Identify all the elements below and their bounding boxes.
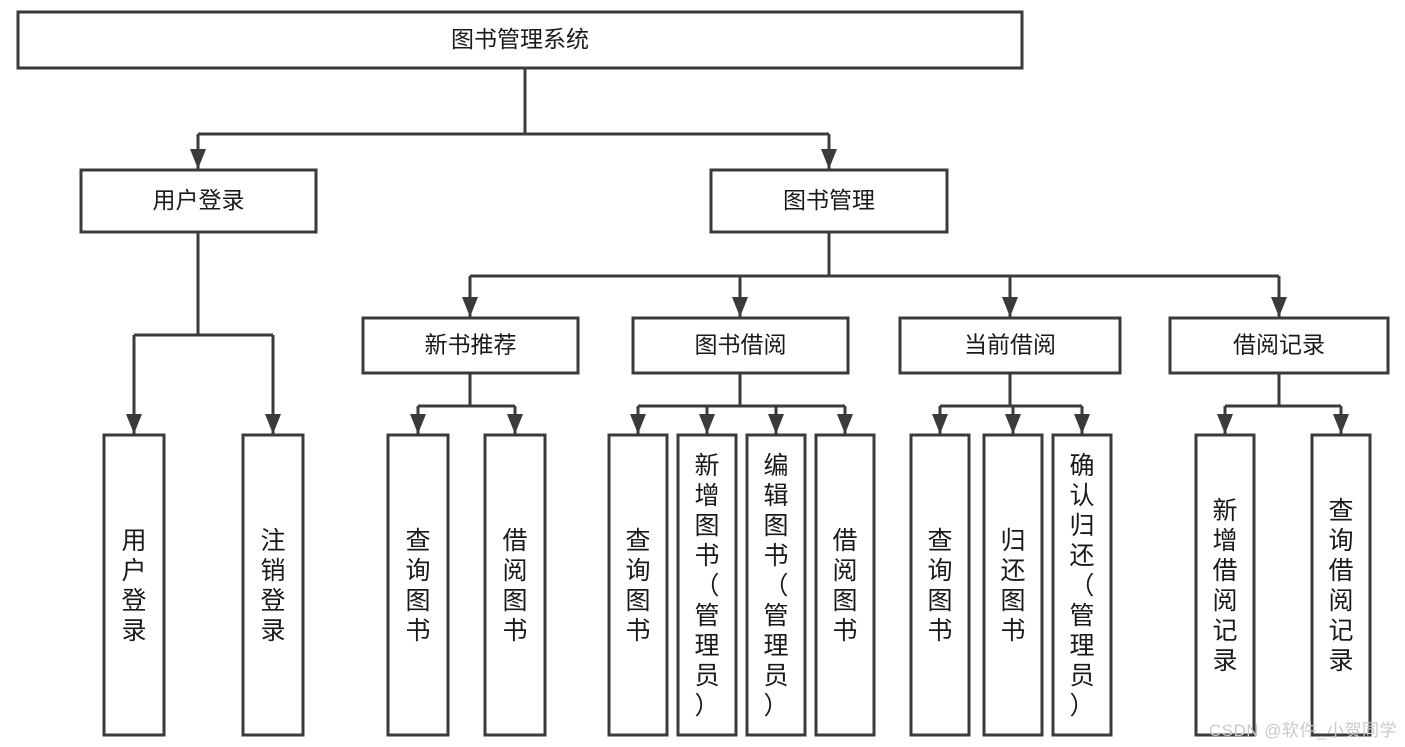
node-leaf-borrow-book-1[interactable]: 借阅图书 [483, 433, 547, 737]
node-leaf-add-book-admin[interactable]: 新增图书（管理员） [676, 433, 738, 737]
node-leaf-confirm-return-admin[interactable]: 确认归还（管理员） [1051, 433, 1113, 737]
node-label: 用户登录 [153, 187, 245, 213]
node-leaf-return-book[interactable]: 归还图书 [982, 433, 1044, 737]
node-label: 当前借阅 [964, 332, 1056, 358]
node-borrow-record[interactable]: 借阅记录 [1168, 316, 1390, 375]
node-box [898, 316, 1122, 375]
node-label: 新增借阅记录 [1212, 497, 1237, 675]
arrow-head-icon [1217, 414, 1233, 434]
node-box [982, 433, 1044, 737]
node-book-borrow[interactable]: 图书借阅 [631, 316, 850, 375]
node-label: 借阅记录 [1233, 332, 1325, 358]
node-label: 注销登录 [260, 527, 285, 645]
node-leaf-borrow-book-2[interactable]: 借阅图书 [814, 433, 876, 737]
node-box [483, 433, 547, 737]
node-leaf-logout-login[interactable]: 注销登录 [241, 433, 305, 737]
node-box [1310, 433, 1372, 737]
node-label: 图书管理系统 [451, 26, 589, 52]
connector-group [126, 232, 281, 434]
node-leaf-query-borrow-record[interactable]: 查询借阅记录 [1310, 433, 1372, 737]
connector-group [630, 373, 853, 434]
node-label: 借阅图书 [832, 527, 857, 645]
connector-group [462, 232, 1287, 317]
node-box [745, 433, 807, 737]
node-label: 借阅图书 [502, 527, 527, 645]
node-label: 图书借阅 [695, 332, 787, 358]
connector-layer [126, 68, 1349, 434]
node-root[interactable]: 图书管理系统 [16, 10, 1024, 70]
node-box [909, 433, 971, 737]
node-box [709, 168, 949, 234]
node-book-management[interactable]: 图书管理 [709, 168, 949, 234]
node-box [1168, 316, 1390, 375]
node-box [814, 433, 876, 737]
arrow-head-icon [1074, 414, 1090, 434]
node-box [386, 433, 450, 737]
arrow-head-icon [630, 414, 646, 434]
node-leaf-edit-book-admin[interactable]: 编辑图书（管理员） [745, 433, 807, 737]
connector-group [932, 373, 1090, 434]
node-leaf-user-login[interactable]: 用户登录 [102, 433, 166, 737]
node-box [102, 433, 166, 737]
arrow-head-icon [126, 414, 142, 434]
node-box [16, 10, 1024, 70]
node-box [79, 168, 318, 234]
arrow-head-icon [821, 149, 837, 169]
node-box [1194, 433, 1256, 737]
node-current-borrow[interactable]: 当前借阅 [898, 316, 1122, 375]
node-box [241, 433, 305, 737]
arrow-head-icon [732, 297, 748, 317]
node-box [676, 433, 738, 737]
connector-group [410, 373, 523, 434]
arrow-head-icon [1271, 297, 1287, 317]
connector-group [190, 68, 837, 169]
node-label: 图书管理 [783, 187, 875, 213]
arrow-head-icon [699, 414, 715, 434]
arrow-head-icon [1333, 414, 1349, 434]
node-label: 查询借阅记录 [1328, 497, 1353, 675]
arrow-head-icon [932, 414, 948, 434]
node-label: 查询图书 [927, 527, 952, 645]
arrow-head-icon [837, 414, 853, 434]
node-leaf-query-book-1[interactable]: 查询图书 [386, 433, 450, 737]
arrow-head-icon [462, 297, 478, 317]
node-box [1051, 433, 1113, 737]
node-label: 编辑图书（管理员） [763, 452, 788, 720]
arrow-head-icon [1002, 297, 1018, 317]
node-box [631, 316, 850, 375]
connector-group [1217, 373, 1349, 434]
node-box [361, 316, 580, 375]
arrow-head-icon [768, 414, 784, 434]
node-layer: 图书管理系统用户登录图书管理新书推荐图书借阅当前借阅借阅记录用户登录注销登录查询… [16, 10, 1390, 737]
node-label: 查询图书 [625, 527, 650, 645]
node-label: 新增图书（管理员） [694, 452, 719, 720]
node-user-login[interactable]: 用户登录 [79, 168, 318, 234]
node-leaf-add-borrow-record[interactable]: 新增借阅记录 [1194, 433, 1256, 737]
node-label: 新书推荐 [425, 332, 517, 358]
arrow-head-icon [1005, 414, 1021, 434]
node-box [607, 433, 669, 737]
arrow-head-icon [190, 149, 206, 169]
node-label: 查询图书 [405, 527, 430, 645]
node-label: 确认归还（管理员） [1069, 452, 1094, 720]
node-new-book-recommend[interactable]: 新书推荐 [361, 316, 580, 375]
arrow-head-icon [410, 414, 426, 434]
node-leaf-query-book-3[interactable]: 查询图书 [909, 433, 971, 737]
node-label: 归还图书 [1000, 527, 1025, 645]
arrow-head-icon [265, 414, 281, 434]
arrow-head-icon [507, 414, 523, 434]
node-label: 用户登录 [121, 527, 146, 645]
node-leaf-query-book-2[interactable]: 查询图书 [607, 433, 669, 737]
